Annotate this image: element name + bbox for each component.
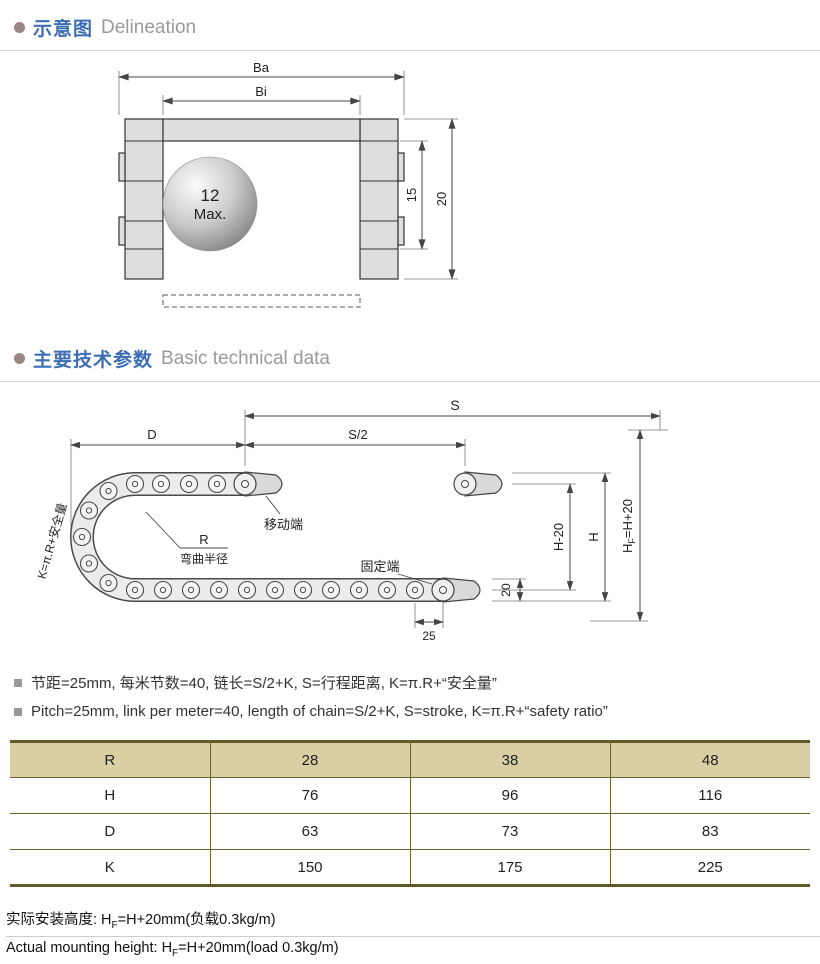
note-zh: 节距=25mm, 每米节数=40, 链长=S/2+K, S=行程距离, K=π.… xyxy=(14,672,820,693)
note-en-text: Pitch=25mm, link per meter=40, length of… xyxy=(31,703,608,720)
moving-end-label: 移动端 xyxy=(264,517,303,532)
table-cell: 83 xyxy=(609,813,810,850)
table-row: K 150 175 225 xyxy=(10,849,810,887)
datasheet-page: { "sections": { "s1": { "zh": "示意图", "en… xyxy=(0,14,820,959)
table-cell: 96 xyxy=(409,777,610,814)
table-cell: 175 xyxy=(409,849,610,887)
row-label: K xyxy=(10,849,210,887)
section-title-zh: 示意图 xyxy=(33,19,94,40)
dim-label-h-minus-20: H-20 xyxy=(551,523,566,551)
dim-label-d: D xyxy=(147,427,156,442)
table-cell: 28 xyxy=(209,740,410,778)
bend-radius-leader xyxy=(145,511,181,549)
dim-label-h: H xyxy=(586,532,601,541)
table-row: D 63 73 83 xyxy=(10,813,810,850)
mounting-height-zh: 实际安装高度: HF=H+20mm(负载0.3kg/m) xyxy=(6,905,820,936)
table-cell: 48 xyxy=(609,740,810,778)
table-cell: 76 xyxy=(209,777,410,814)
table-cell: 73 xyxy=(409,813,610,850)
dim-extension-lines xyxy=(118,71,458,280)
dim-label-20: 20 xyxy=(434,192,449,206)
top-crossbar xyxy=(162,118,361,142)
footer-zh-prefix: 实际安装高度: H xyxy=(6,912,112,928)
moving-end-leader xyxy=(265,495,281,515)
circle-bullet-icon xyxy=(14,353,25,364)
table-row: R 28 38 48 xyxy=(10,740,810,778)
table-cell: 38 xyxy=(409,740,610,778)
section-title-en: Basic technical data xyxy=(161,347,331,369)
section-divider xyxy=(0,381,820,382)
footer-zh-rest: =H+20mm(负载0.3kg/m) xyxy=(117,912,276,928)
fixed-end-leader xyxy=(397,573,433,585)
table-row: H 76 96 116 xyxy=(10,777,810,814)
section-title-zh: 主要技术参数 xyxy=(33,350,154,371)
fixed-end-label: 固定端 xyxy=(360,559,399,574)
dim-label-25: 25 xyxy=(422,629,436,643)
table-cell: 63 xyxy=(209,813,410,850)
left-side-bracket xyxy=(118,118,164,280)
dim-label-20: 20 xyxy=(499,583,513,597)
row-label: H xyxy=(10,777,210,814)
mounting-height-notes: 实际安装高度: HF=H+20mm(负载0.3kg/m) Actual moun… xyxy=(6,905,820,964)
dim-label-15: 15 xyxy=(404,188,419,202)
stroke-position-bracket xyxy=(453,471,503,497)
footer-en-rest: =H+20mm(load 0.3kg/m) xyxy=(178,939,339,956)
mounting-height-en: Actual mounting height: HF=H+20mm(load 0… xyxy=(6,937,820,964)
sphere-value: 12 xyxy=(201,186,220,205)
cross-section-diagram: Ba Bi 12 Max. 15 20 xyxy=(118,60,458,308)
safety-margin-label: K=π.R+安全量 xyxy=(34,501,70,580)
square-bullet-icon xyxy=(14,707,22,716)
row-label: R xyxy=(10,740,210,778)
max-cable-sphere: 12 Max. xyxy=(162,156,258,252)
chain-band xyxy=(69,472,443,602)
drag-chain-side-view-diagram: S S/2 D 20 H-20 H HF=H+20 xyxy=(34,397,668,643)
dim-label-s: S xyxy=(450,397,459,413)
circle-bullet-icon xyxy=(14,22,25,33)
note-en: Pitch=25mm, link per meter=40, length of… xyxy=(14,703,820,720)
note-zh-text: 节距=25mm, 每米节数=40, 链长=S/2+K, S=行程距离, K=π.… xyxy=(31,675,497,692)
footer-en-prefix: Actual mounting height: H xyxy=(6,939,173,956)
dim-label-hf: HF=H+20 xyxy=(620,499,637,553)
table-cell: 116 xyxy=(609,777,810,814)
radius-symbol-label: R xyxy=(199,532,208,547)
section-title-en: Delineation xyxy=(101,16,197,38)
footer-zh-sub: F xyxy=(111,919,118,931)
table-cell: 225 xyxy=(609,849,810,887)
dim-label-s-half: S/2 xyxy=(348,427,368,442)
dashed-travel-box xyxy=(162,294,361,308)
section-header-delineation: 示意图 Delineation xyxy=(14,14,820,41)
fixed-end-bracket xyxy=(431,577,481,603)
footer-divider xyxy=(6,935,820,937)
row-label: D xyxy=(10,813,210,850)
spec-table: R 28 38 48 H 76 96 116 D 63 73 83 K 150 … xyxy=(10,740,810,887)
moving-end-bracket xyxy=(233,471,283,497)
dim-label-bi: Bi xyxy=(255,84,267,99)
bend-radius-label: 弯曲半径 xyxy=(180,551,228,566)
section-divider xyxy=(0,50,820,51)
section-header-technical-data: 主要技术参数 Basic technical data xyxy=(14,345,820,372)
right-side-bracket xyxy=(359,118,405,280)
sphere-unit: Max. xyxy=(194,206,227,223)
table-cell: 150 xyxy=(209,849,410,887)
dim-label-ba: Ba xyxy=(253,60,270,75)
square-bullet-icon xyxy=(14,678,22,687)
